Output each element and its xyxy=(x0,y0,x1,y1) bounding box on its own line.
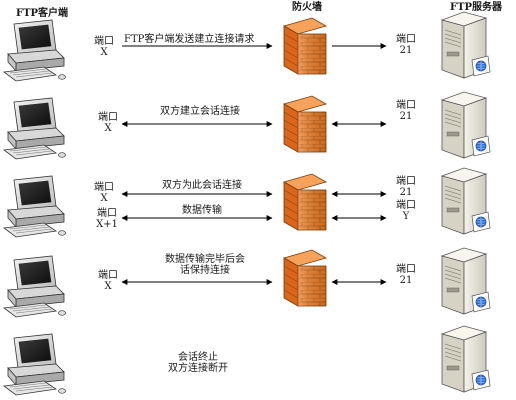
data-transfer-label: 数据传输 xyxy=(182,205,222,216)
client-computer-icon xyxy=(3,333,66,396)
server-header: FTP服务器 xyxy=(450,2,503,13)
client-header: FTP客户端 xyxy=(16,8,69,19)
ftp-server-icon xyxy=(441,325,491,393)
firewall-icon xyxy=(283,17,327,75)
firewall-icon xyxy=(283,249,327,307)
step-message: FTP客户端发送建立连接请求 xyxy=(124,34,255,45)
client-computer-icon xyxy=(3,19,66,82)
step-message: 会话终止双方连接断开 xyxy=(168,352,228,374)
ftp-server-icon xyxy=(441,91,491,159)
client-computer-icon xyxy=(3,175,66,238)
ftp-server-icon xyxy=(441,247,491,315)
step-message: 双方建立会话连接 xyxy=(160,106,240,117)
ftp-server-icon xyxy=(441,11,491,79)
client-computer-icon xyxy=(3,97,66,160)
step-message: 双方为此会话连接 xyxy=(162,180,242,191)
firewall-header: 防火墙 xyxy=(292,2,322,13)
firewall-icon xyxy=(283,95,327,153)
client-computer-icon xyxy=(3,255,66,318)
ftp-server-icon xyxy=(441,167,491,235)
firewall-icon xyxy=(283,173,327,231)
step-message: 数据传输完毕后会话保持连接 xyxy=(165,254,245,276)
